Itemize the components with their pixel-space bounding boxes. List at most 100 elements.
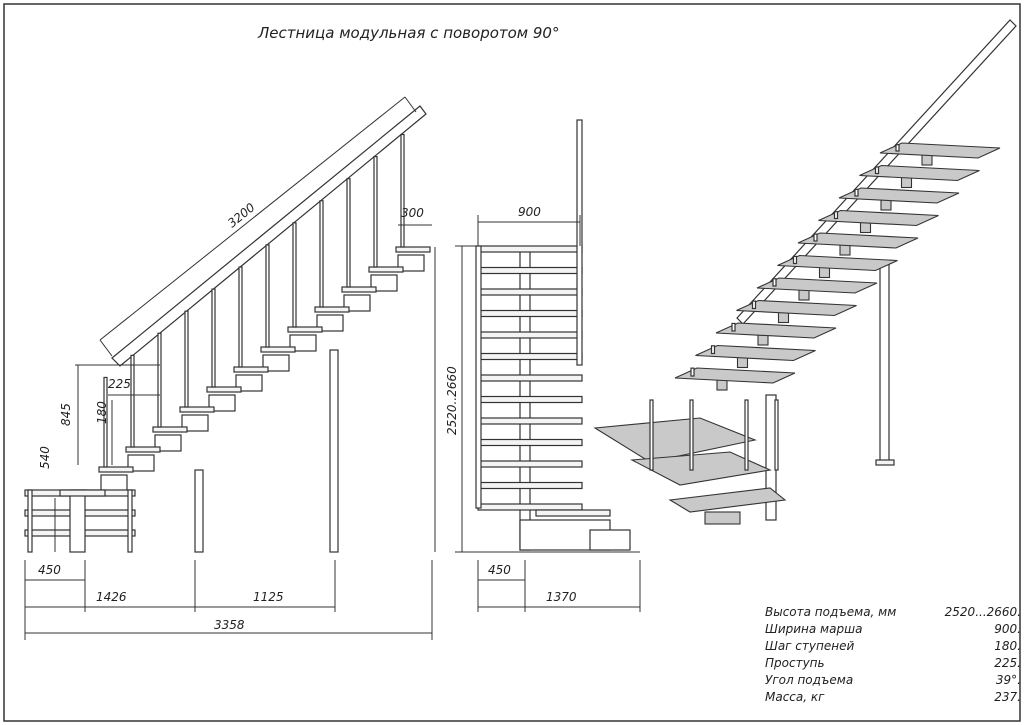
baluster: [157, 332, 162, 428]
tread: [179, 406, 215, 413]
baluster: [400, 133, 405, 248]
baluster: [689, 399, 694, 471]
tread: [287, 326, 323, 333]
tread: [818, 209, 939, 227]
tread: [477, 503, 583, 511]
tread: [879, 142, 1001, 159]
spec-row: Угол подъема 39°.: [765, 673, 1021, 690]
landing-leg: [127, 489, 133, 553]
support-column: [329, 349, 339, 553]
tread: [477, 417, 583, 425]
tread: [477, 374, 583, 382]
dim-step-height: 180: [95, 401, 109, 424]
spec-label: Шаг ступеней: [765, 639, 855, 653]
dim-height-range: 2520..2660: [445, 366, 459, 435]
sheet-border: [3, 3, 1021, 722]
spec-label: Высота подъема, мм: [765, 605, 897, 619]
landing-block: [589, 529, 631, 551]
spec-label: Угол подъема: [765, 673, 854, 687]
isometric-view: [593, 19, 1017, 525]
step-bracket: [316, 314, 344, 332]
tread: [477, 331, 583, 339]
dim-lower-length: 1426: [96, 590, 127, 604]
baluster: [346, 178, 351, 288]
step-bracket: [343, 294, 371, 312]
dim-upper-length: 1125: [253, 590, 284, 604]
tread: [368, 266, 404, 273]
tread: [477, 288, 583, 296]
dim-total-length: 3358: [214, 618, 245, 632]
dim-total-width: 1370: [546, 590, 577, 604]
baluster: [774, 399, 779, 471]
tread: [777, 254, 898, 272]
baluster: [265, 244, 270, 348]
tread: [98, 466, 134, 473]
baluster: [874, 166, 880, 175]
landing-leg: [27, 489, 33, 553]
step-bracket: [289, 334, 317, 352]
baluster: [895, 144, 900, 152]
tread: [715, 322, 837, 339]
tread: [477, 460, 583, 468]
drawing-line: [404, 96, 417, 113]
step-bracket: [262, 354, 290, 372]
tread: [797, 232, 919, 249]
tread: [838, 187, 960, 204]
baluster: [710, 345, 716, 355]
tread: [477, 352, 583, 361]
side-view: [24, 96, 436, 640]
tread: [477, 395, 583, 404]
dim-top-tread: 300: [401, 206, 424, 220]
tread: [477, 266, 583, 275]
baluster: [103, 376, 108, 468]
tread: [477, 309, 583, 318]
step-bracket: [100, 474, 128, 492]
baluster: [184, 310, 189, 408]
baluster: [211, 288, 216, 388]
spec-value: 39°.: [995, 673, 1021, 687]
tread: [674, 367, 796, 384]
baluster: [238, 266, 243, 368]
step-bracket: [370, 274, 398, 292]
step-bracket: [181, 414, 209, 432]
dim-tread-depth: 225: [108, 377, 131, 391]
drawing-line: [99, 339, 113, 357]
baluster: [690, 367, 695, 377]
spec-value: 237.: [994, 690, 1021, 704]
winder-tread: [668, 487, 787, 513]
tread: [695, 344, 816, 362]
baluster: [649, 399, 654, 471]
spec-value: 900.: [994, 622, 1021, 636]
baluster: [751, 300, 757, 310]
winder-tread: [593, 417, 757, 463]
baluster: [813, 233, 818, 242]
tread: [756, 277, 878, 294]
spec-label: Масса, кг: [765, 690, 825, 704]
tread: [233, 366, 269, 373]
tread: [206, 386, 242, 393]
landing-post: [69, 489, 86, 553]
dim-handrail-length: 3200: [225, 200, 258, 230]
step-bracket: [208, 394, 236, 412]
dim-rail-height: 845: [59, 403, 73, 426]
step-bracket: [127, 454, 155, 472]
baluster: [731, 322, 736, 332]
column-base: [875, 459, 895, 466]
tread: [314, 306, 350, 313]
tread: [477, 438, 583, 447]
baluster: [792, 255, 798, 265]
landing-top: [59, 489, 106, 497]
tread: [341, 286, 377, 293]
drawing-title: Лестница модульная с поворотом 90°: [257, 24, 559, 42]
dim-march-width: 900: [518, 205, 541, 219]
tread: [152, 426, 188, 433]
handrail: [111, 105, 427, 367]
baluster: [130, 354, 135, 448]
step-bracket: [154, 434, 182, 452]
